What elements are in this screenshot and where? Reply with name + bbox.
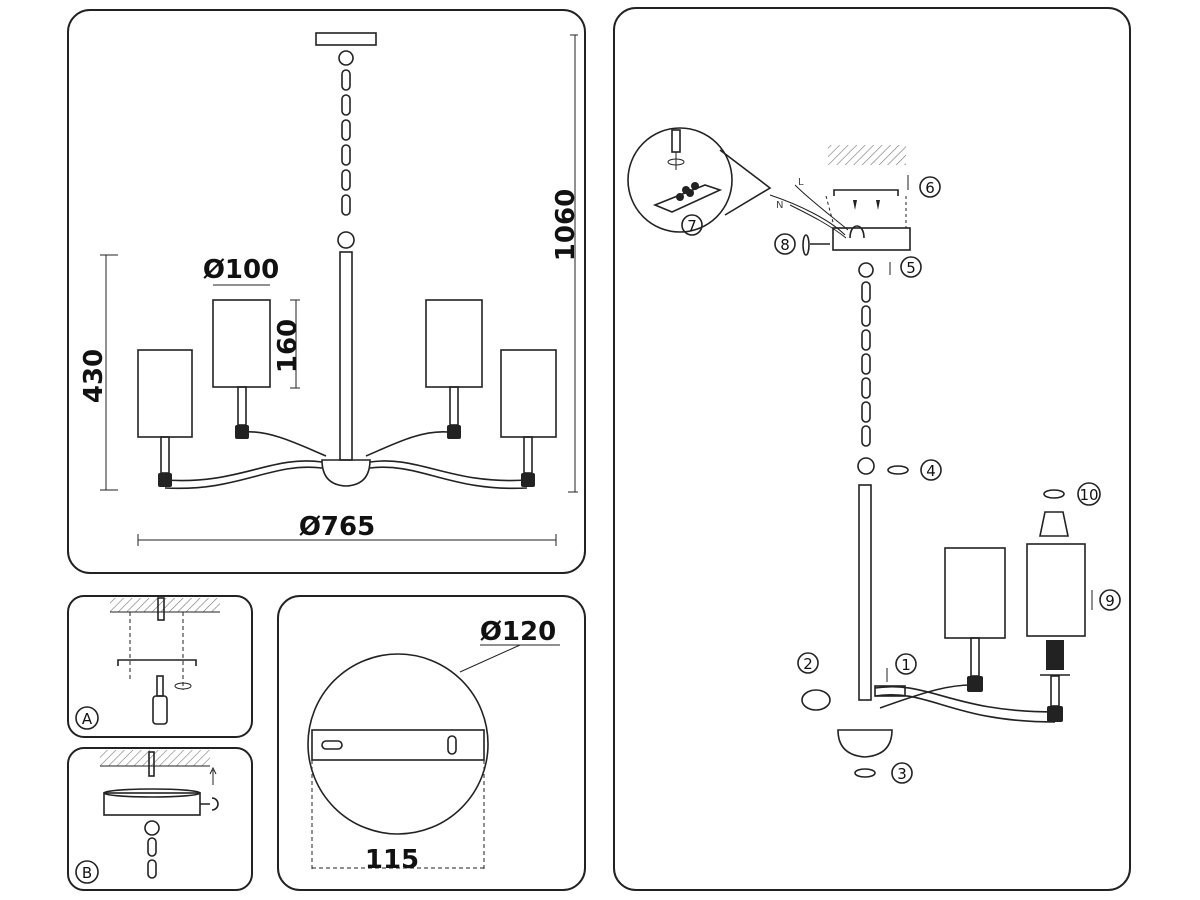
dimension-total-diameter: Ø765: [137, 512, 557, 546]
dimension-body-height: 430: [79, 254, 118, 491]
step-6-label: 6: [925, 179, 935, 197]
mounting-step-a-panel: A: [67, 595, 253, 738]
dimension-total-height: 1060: [551, 34, 581, 493]
hole-spacing-label: 115: [365, 845, 419, 875]
lamp-shades: [137, 299, 557, 487]
step-9-label: 9: [1105, 592, 1115, 610]
shade-height-label: 160: [273, 319, 303, 373]
ceiling-canopy: [315, 32, 377, 46]
assembly-hub: [837, 729, 893, 758]
chain: [337, 50, 355, 249]
mounting-bracket: [311, 729, 485, 761]
assembly-chain: [857, 262, 875, 475]
step-5-label: 5: [906, 259, 916, 277]
live-wire-label: L: [798, 177, 804, 188]
total-diameter-label: Ø765: [299, 512, 375, 542]
mounting-step-b-panel: B: [67, 747, 253, 891]
step-3-label: 3: [897, 765, 907, 783]
neutral-wire-label: N: [776, 200, 783, 211]
step-a-label: A: [82, 710, 93, 728]
plate-diameter-label: Ø120: [480, 617, 556, 647]
shade-diameter-label: Ø100: [203, 255, 279, 285]
step-10-label: 10: [1079, 486, 1098, 504]
lamp-socket: [1046, 640, 1064, 670]
dimension-shade-height: 160: [273, 299, 303, 389]
total-height-label: 1060: [551, 189, 581, 261]
step-b-label: B: [82, 864, 92, 882]
assembly-rod: [858, 484, 872, 701]
dimensions-panel: 1060 430 Ø100 160 Ø765: [67, 9, 586, 574]
installed-shade: [944, 547, 1006, 639]
shade-being-installed: [1026, 543, 1086, 637]
ceiling-plate-panel: Ø120 115: [277, 595, 586, 891]
step-1-label: 1: [901, 656, 911, 674]
terminal-block-callout: 7: [627, 127, 772, 236]
step-2-label: 2: [803, 655, 813, 673]
arms: [164, 431, 528, 490]
ceiling: [828, 145, 906, 165]
assembly-panel: 7 L N 6 8: [613, 7, 1131, 891]
step-8-label: 8: [780, 236, 790, 254]
center-hub: [321, 459, 371, 487]
body-height-label: 430: [79, 349, 109, 403]
canopy: [832, 227, 911, 251]
dimension-shade-diameter: Ø100: [203, 255, 279, 286]
step-4-label: 4: [926, 462, 936, 480]
ceiling-plate-circle: [307, 653, 489, 835]
step-7-label: 7: [687, 217, 697, 235]
